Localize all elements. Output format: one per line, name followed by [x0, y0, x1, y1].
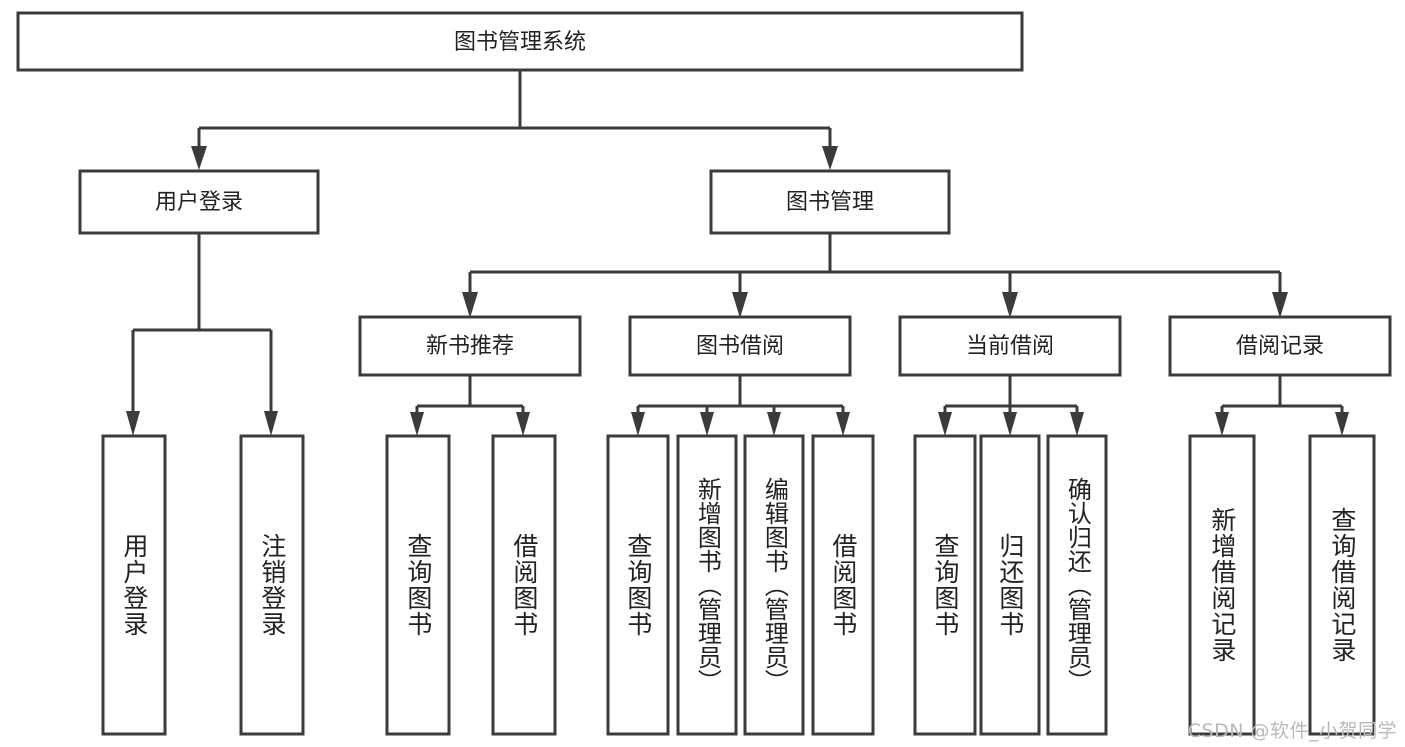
- leaf-edit-book-box[interactable]: [743, 434, 805, 736]
- arrowhead-leaf-query-book-1: [410, 412, 424, 436]
- node-new-book-recommend[interactable]: 新书推荐: [358, 315, 582, 377]
- arrowhead-book-management: [822, 146, 838, 170]
- arrowhead-new-book-recommend: [462, 292, 478, 318]
- arrowhead-user-login: [191, 146, 207, 170]
- leaf-query-book-3-box[interactable]: [913, 434, 977, 736]
- borrow-record-box[interactable]: [1168, 315, 1392, 377]
- node-user-login[interactable]: 用户登录: [78, 169, 320, 235]
- leaf-return-book-box[interactable]: [979, 434, 1041, 736]
- leaf-user-login-box[interactable]: [101, 434, 167, 736]
- node-root[interactable]: 图书管理系统: [16, 11, 1024, 72]
- book-borrow-box[interactable]: [628, 315, 852, 377]
- leaf-boxes: [101, 434, 1376, 736]
- arrowhead-leaf-confirm-return: [1070, 412, 1084, 436]
- root-label: 图书管理系统: [454, 30, 586, 55]
- leaf-confirm-return-box[interactable]: [1046, 434, 1108, 736]
- arrowhead-leaf-borrow-book-2: [836, 412, 850, 436]
- leaf-query-book-1-box[interactable]: [385, 434, 451, 736]
- borrow-record-label: 借阅记录: [1236, 334, 1324, 359]
- book-management-box[interactable]: [709, 169, 951, 235]
- current-borrow-label: 当前借阅: [966, 334, 1054, 359]
- arrowhead-leaf-edit-book: [767, 412, 781, 436]
- node-current-borrow[interactable]: 当前借阅: [898, 315, 1122, 377]
- user-login-box[interactable]: [78, 169, 320, 235]
- user-login-label: 用户登录: [155, 190, 243, 215]
- arrowhead-leaf-query-book-3: [938, 412, 952, 436]
- arrowhead-leaf-add-record: [1215, 412, 1229, 436]
- new-book-recommend-box[interactable]: [358, 315, 582, 377]
- leaf-user-logout-box[interactable]: [239, 434, 305, 736]
- arrowhead-leaf-user-login: [126, 411, 140, 436]
- leaf-borrow-book-2-box[interactable]: [811, 434, 875, 736]
- connectors: [126, 70, 1349, 436]
- arrowhead-book-borrow: [732, 292, 748, 318]
- current-borrow-box[interactable]: [898, 315, 1122, 377]
- leaf-borrow-book-1-box[interactable]: [491, 434, 557, 736]
- arrowhead-leaf-add-book: [700, 412, 714, 436]
- node-borrow-record[interactable]: 借阅记录: [1168, 315, 1392, 377]
- arrowhead-leaf-return-book: [1003, 412, 1017, 436]
- arrowhead-leaf-borrow-book-1: [516, 412, 530, 436]
- arrowhead-current-borrow: [1002, 292, 1018, 318]
- book-borrow-label: 图书借阅: [696, 334, 784, 359]
- leaf-add-book-box[interactable]: [676, 434, 738, 736]
- node-book-borrow[interactable]: 图书借阅: [628, 315, 852, 377]
- node-book-management[interactable]: 图书管理: [709, 169, 951, 235]
- book-management-label: 图书管理: [786, 190, 874, 215]
- arrowhead-leaf-query-book-2: [631, 412, 645, 436]
- arrowhead-leaf-query-record: [1335, 412, 1349, 436]
- leaf-query-book-2-box[interactable]: [606, 434, 670, 736]
- arrowhead-leaf-user-logout: [264, 411, 278, 436]
- leaf-add-record-box[interactable]: [1188, 434, 1256, 736]
- csdn-watermark: CSDN @软件_小贺同学: [1187, 720, 1397, 742]
- arrowhead-borrow-record: [1272, 292, 1288, 318]
- leaf-query-record-box[interactable]: [1308, 434, 1376, 736]
- new-book-recommend-label: 新书推荐: [426, 334, 514, 359]
- root-box[interactable]: [16, 11, 1024, 72]
